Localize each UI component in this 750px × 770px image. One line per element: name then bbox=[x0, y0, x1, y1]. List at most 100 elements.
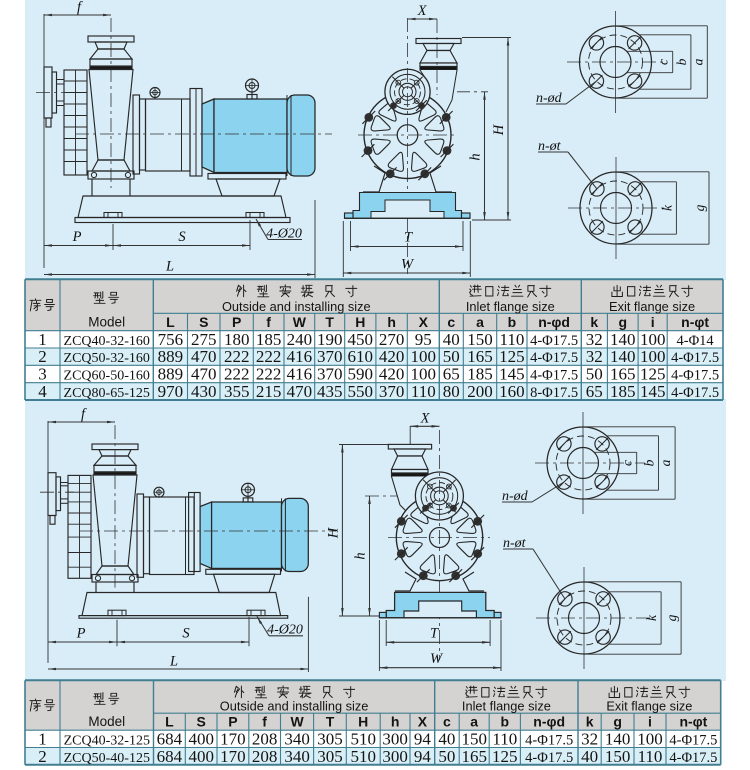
svg-text:65: 65 bbox=[586, 382, 603, 401]
svg-text:140: 140 bbox=[610, 347, 636, 366]
svg-text:2: 2 bbox=[38, 347, 47, 366]
svg-text:k: k bbox=[659, 204, 674, 211]
svg-text:L: L bbox=[166, 314, 175, 330]
svg-text:i: i bbox=[648, 714, 652, 730]
svg-text:4-Φ17.5: 4-Φ17.5 bbox=[530, 368, 578, 384]
svg-text:684: 684 bbox=[157, 730, 183, 749]
svg-text:125: 125 bbox=[640, 365, 666, 384]
svg-text:32: 32 bbox=[586, 330, 603, 349]
svg-text:f: f bbox=[77, 0, 83, 16]
svg-text:215: 215 bbox=[256, 382, 282, 401]
svg-text:150: 150 bbox=[461, 730, 487, 749]
svg-text:b: b bbox=[501, 714, 510, 730]
svg-text:k: k bbox=[590, 314, 598, 330]
svg-text:510: 510 bbox=[350, 747, 376, 766]
svg-text:340: 340 bbox=[284, 730, 310, 749]
svg-text:200: 200 bbox=[467, 382, 493, 401]
svg-text:889: 889 bbox=[158, 347, 184, 366]
svg-text:n-ød: n-ød bbox=[536, 91, 563, 106]
svg-text:4-Ø20: 4-Ø20 bbox=[266, 227, 302, 242]
svg-text:185: 185 bbox=[467, 365, 493, 384]
svg-text:L: L bbox=[165, 259, 174, 275]
svg-text:X: X bbox=[419, 314, 429, 330]
svg-text:125: 125 bbox=[492, 747, 518, 766]
svg-text:ZCQ80-65-125: ZCQ80-65-125 bbox=[64, 386, 150, 401]
svg-text:145: 145 bbox=[499, 365, 525, 384]
svg-text:a: a bbox=[690, 58, 705, 65]
svg-text:1: 1 bbox=[38, 730, 47, 749]
svg-text:Outside and installing size: Outside and installing size bbox=[220, 699, 369, 714]
svg-text:P: P bbox=[228, 714, 237, 730]
svg-text:165: 165 bbox=[467, 347, 493, 366]
svg-text:240: 240 bbox=[287, 330, 313, 349]
svg-text:110: 110 bbox=[638, 747, 663, 766]
svg-text:970: 970 bbox=[158, 382, 184, 401]
svg-text:100: 100 bbox=[640, 347, 666, 366]
svg-text:40: 40 bbox=[443, 330, 460, 349]
svg-text:4-Φ17.5: 4-Φ17.5 bbox=[530, 350, 578, 366]
svg-text:Inlet flange size: Inlet flange size bbox=[466, 299, 555, 314]
svg-text:g: g bbox=[613, 714, 622, 730]
svg-text:185: 185 bbox=[256, 330, 282, 349]
svg-text:170: 170 bbox=[220, 730, 246, 749]
svg-text:T: T bbox=[430, 626, 439, 642]
svg-text:S: S bbox=[178, 229, 186, 245]
svg-text:P: P bbox=[76, 625, 86, 641]
svg-text:756: 756 bbox=[158, 330, 184, 349]
svg-text:222: 222 bbox=[256, 347, 282, 366]
svg-text:684: 684 bbox=[157, 747, 183, 766]
svg-text:a: a bbox=[476, 314, 484, 330]
svg-text:110: 110 bbox=[499, 330, 524, 349]
svg-text:180: 180 bbox=[224, 330, 250, 349]
svg-text:S: S bbox=[199, 314, 208, 330]
svg-text:50: 50 bbox=[443, 347, 460, 366]
svg-text:g: g bbox=[692, 204, 707, 211]
svg-text:400: 400 bbox=[188, 747, 214, 766]
svg-text:300: 300 bbox=[382, 747, 408, 766]
svg-text:165: 165 bbox=[610, 365, 636, 384]
svg-text:4-Φ17.5: 4-Φ17.5 bbox=[525, 750, 573, 766]
svg-text:b: b bbox=[642, 459, 657, 466]
svg-text:222: 222 bbox=[256, 365, 282, 384]
svg-text:140: 140 bbox=[610, 330, 636, 349]
svg-text:S: S bbox=[197, 714, 206, 730]
svg-text:165: 165 bbox=[461, 747, 487, 766]
svg-text:50: 50 bbox=[586, 365, 603, 384]
svg-text:100: 100 bbox=[411, 365, 437, 384]
svg-text:110: 110 bbox=[492, 730, 517, 749]
svg-text:X: X bbox=[417, 3, 428, 19]
svg-text:c: c bbox=[447, 314, 455, 330]
svg-text:370: 370 bbox=[379, 382, 405, 401]
svg-text:100: 100 bbox=[640, 330, 666, 349]
svg-text:X: X bbox=[418, 714, 428, 730]
svg-text:305: 305 bbox=[317, 730, 343, 749]
svg-text:50: 50 bbox=[438, 747, 455, 766]
svg-text:150: 150 bbox=[467, 330, 493, 349]
svg-text:H: H bbox=[491, 123, 507, 136]
svg-text:g: g bbox=[619, 314, 628, 330]
svg-text:b: b bbox=[508, 314, 517, 330]
svg-text:140: 140 bbox=[605, 730, 631, 749]
svg-text:4-Φ17.5: 4-Φ17.5 bbox=[671, 350, 719, 366]
svg-text:n-φt: n-φt bbox=[679, 714, 707, 730]
svg-text:160: 160 bbox=[499, 382, 525, 401]
svg-text:470: 470 bbox=[191, 365, 217, 384]
svg-text:150: 150 bbox=[605, 747, 631, 766]
svg-text:416: 416 bbox=[287, 347, 313, 366]
svg-text:f: f bbox=[266, 314, 271, 330]
svg-text:435: 435 bbox=[317, 382, 343, 401]
svg-text:W: W bbox=[401, 257, 415, 273]
svg-text:416: 416 bbox=[287, 365, 313, 384]
svg-text:170: 170 bbox=[220, 747, 246, 766]
svg-text:4-Φ17.5: 4-Φ17.5 bbox=[525, 733, 573, 749]
svg-text:P: P bbox=[72, 229, 82, 245]
svg-text:80: 80 bbox=[443, 382, 460, 401]
svg-text:95: 95 bbox=[415, 330, 432, 349]
svg-text:W: W bbox=[290, 714, 304, 730]
svg-text:208: 208 bbox=[252, 747, 278, 766]
svg-text:94: 94 bbox=[414, 747, 432, 766]
svg-text:a: a bbox=[470, 714, 478, 730]
svg-text:Inlet flange size: Inlet flange size bbox=[462, 699, 551, 714]
svg-text:420: 420 bbox=[379, 347, 405, 366]
svg-text:510: 510 bbox=[350, 730, 376, 749]
